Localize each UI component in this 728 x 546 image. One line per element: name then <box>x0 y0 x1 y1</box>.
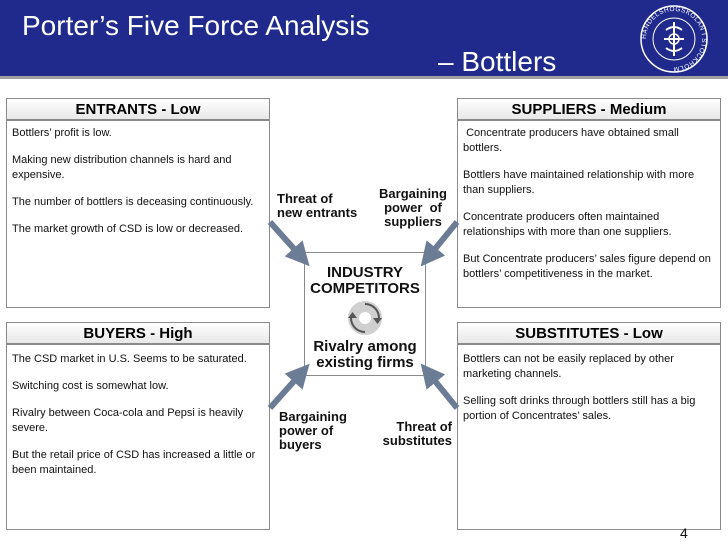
title-divider <box>0 76 728 79</box>
buyer-power-label: Bargaining power of buyers <box>279 409 347 452</box>
arrow-from-entrants <box>267 219 310 267</box>
suppliers-point: But Concentrate producers’ sales figure … <box>463 253 711 280</box>
suppliers-panel: Concentrate producers have obtained smal… <box>457 120 721 308</box>
substitutes-heading: SUBSTITUTES - Low <box>457 322 721 344</box>
arrow-from-buyers <box>267 363 310 411</box>
buyers-point: Switching cost is somewhat low. <box>12 380 169 392</box>
buyers-heading: BUYERS - High <box>6 322 270 344</box>
industry-competitors-box: INDUSTRY COMPETITORS Rivalry among exist… <box>304 252 426 376</box>
industry-competitors-title: INDUSTRY COMPETITORS <box>310 264 420 297</box>
cycle-icon <box>348 301 382 335</box>
substitutes-point: Bottlers can not be easily replaced by o… <box>463 353 674 380</box>
slide-title: Porter’s Five Force Analysis <box>22 10 370 41</box>
slide-subtitle: – Bottlers <box>438 46 557 77</box>
arrow-from-substitutes <box>420 363 460 410</box>
school-seal-logo: HANDELSHÖGSKOLAN I STOCKHOLM <box>640 5 708 73</box>
supplier-power-label: Bargaining power of suppliers <box>379 186 447 229</box>
buyers-point: The CSD market in U.S. Seems to be satur… <box>12 353 247 365</box>
entrants-point: Bottlers’ profit is low. <box>12 127 112 139</box>
entrants-point: The market growth of CSD is low or decre… <box>12 223 244 235</box>
suppliers-heading: SUPPLIERS - Medium <box>457 98 721 120</box>
substitutes-panel: Bottlers can not be easily replaced by o… <box>457 344 721 530</box>
suppliers-point: Bottlers have maintained relationship wi… <box>463 169 695 196</box>
suppliers-point: Concentrate producers have obtained smal… <box>463 127 682 154</box>
entrants-heading: ENTRANTS - Low <box>6 98 270 120</box>
substitutes-point: Selling soft drinks through bottlers sti… <box>463 395 696 422</box>
threat-substitutes-label: Threat of substitutes <box>382 419 452 448</box>
threat-new-entrants-label: Threat of new entrants <box>277 191 358 220</box>
buyers-panel: The CSD market in U.S. Seems to be satur… <box>6 344 270 530</box>
buyers-point: Rivalry between Coca-cola and Pepsi is h… <box>12 407 244 434</box>
rivalry-label: Rivalry among existing firms <box>313 338 417 371</box>
suppliers-point: Concentrate producers often maintained r… <box>463 211 672 238</box>
entrants-panel: Bottlers’ profit is low. Making new dist… <box>6 120 270 308</box>
page-number: 4 <box>680 525 688 541</box>
title-banner <box>0 0 728 76</box>
entrants-point: Making new distribution channels is hard… <box>12 154 232 181</box>
buyers-point: But the retail price of CSD has increase… <box>12 449 256 476</box>
entrants-point: The number of bottlers is deceasing cont… <box>12 196 254 208</box>
